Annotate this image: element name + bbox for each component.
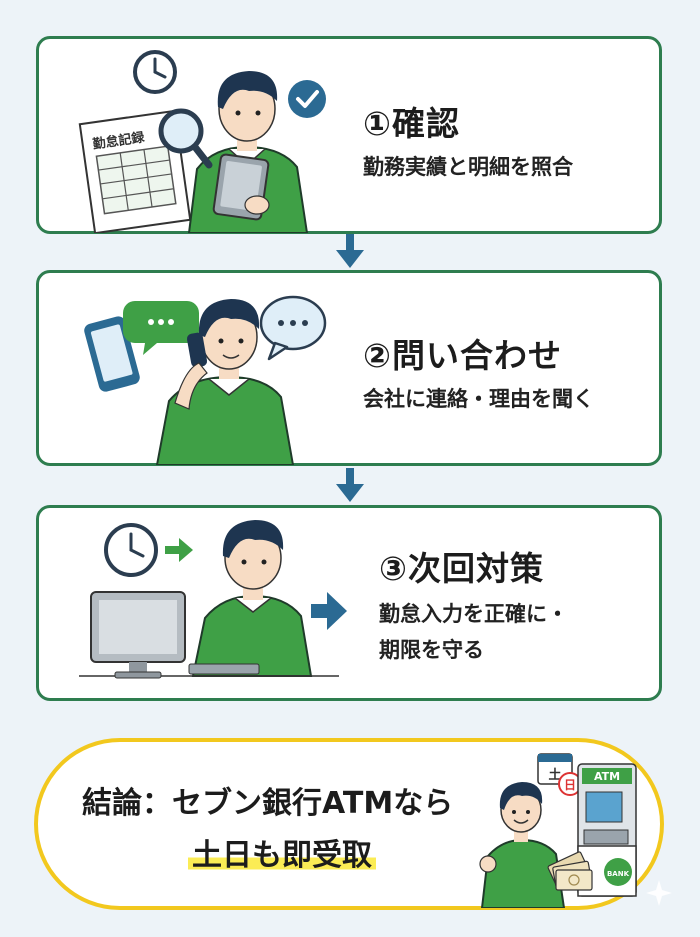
sparkle-icon <box>646 880 672 906</box>
step-title: ③次回対策 <box>379 549 544 588</box>
speech-bubble-icon <box>259 295 327 361</box>
document-label: 勤怠記録 <box>92 129 147 152</box>
clock-icon <box>104 523 158 577</box>
person-figure <box>479 782 566 908</box>
cash-icon <box>547 851 593 891</box>
conclusion-highlight-text: 土日も即受取 <box>188 830 376 874</box>
computer-icon <box>90 591 260 679</box>
calendar-label: 日 <box>564 778 576 792</box>
conclusion-text: 結論：セブン銀行ATMなら <box>82 786 454 821</box>
conclusion-banner: 結論：セブン銀行ATMなら 土日も即受取 土 日 ATM BANK <box>34 738 664 910</box>
step-title: ②問い合わせ <box>363 336 562 375</box>
clock-icon <box>133 50 177 94</box>
prevention-illustration <box>79 520 347 679</box>
speech-bubble-icon <box>123 301 199 355</box>
step-description-line: 期限を守る <box>379 638 484 662</box>
inquiry-illustration <box>84 295 327 465</box>
confirm-illustration: 勤怠記録 <box>78 50 326 233</box>
tablet-icon <box>212 153 270 221</box>
step-description: 会社に連絡・理由を聞く <box>363 387 594 411</box>
person-figure <box>191 520 313 677</box>
step-title: ①確認 <box>363 104 460 143</box>
arrow-icon <box>311 592 347 630</box>
person-figure <box>155 299 295 465</box>
down-arrow-icon <box>336 234 364 268</box>
calendar-icon: 土 日 <box>537 753 582 796</box>
step-description: 勤務実績と明細を照合 <box>363 155 573 179</box>
atm-illustration: 土 日 ATM BANK <box>479 753 637 908</box>
step-card-prevention: ③次回対策 勤怠入力を正確に・ 期限を守る <box>36 505 662 701</box>
highlight-marker: 土日も即受取 <box>188 838 376 873</box>
step-card-inquiry: ②問い合わせ 会社に連絡・理由を聞く <box>36 270 662 466</box>
down-arrow-icon <box>336 468 364 502</box>
magnifier-icon <box>158 108 213 169</box>
arrow-icon <box>165 538 193 562</box>
step-description-line: 勤怠入力を正確に・ <box>379 602 568 626</box>
step-card-confirm: 勤怠記録 <box>36 36 662 234</box>
calendar-label: 土 <box>548 767 561 783</box>
atm-label: ATM <box>594 770 620 783</box>
bank-logo-text: BANK <box>607 870 630 878</box>
check-icon <box>288 80 326 118</box>
